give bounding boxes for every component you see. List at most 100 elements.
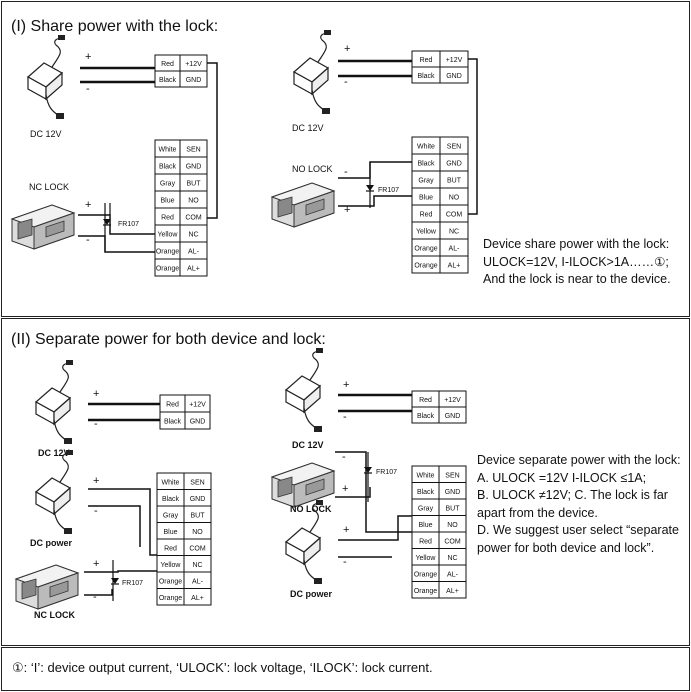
dc-power-label-1: DC power [30,538,73,548]
wire-color-label: Blue [419,195,433,202]
adapter-6 [284,500,323,584]
footnote-text: ①: ‘I’: device output current, ‘ULOCK’: … [12,660,433,675]
nc-lock-label-2: NC LOCK [34,610,75,620]
plus-sign: + [343,379,349,391]
wire-color-label: Orange [159,578,182,585]
wire-color-label: Yellow [158,232,179,239]
wire-color-label: Gray [163,512,179,519]
wire-color-label: Orange [414,263,437,270]
wire-color-label: Yellow [416,555,437,562]
diode-symbol [111,578,119,584]
wire-color-label: Yellow [416,229,437,236]
pin-label: BUT [447,178,462,185]
wire-color-label: Blue [163,529,177,536]
wire-color-label: Orange [156,266,179,273]
pin-label: NC [449,229,459,236]
pin-label: AL+ [448,263,461,270]
wire-color-label: Black [417,73,435,80]
wire-color-label: Red [419,538,432,545]
wire-color-label: White [417,472,435,479]
wire [78,214,155,235]
wire-color-label: Orange [414,588,437,595]
lock-latch [277,476,293,498]
minus-sign: - [342,451,346,463]
diode-label-1: FR107 [118,221,139,228]
plus-sign: + [342,483,348,495]
wire-color-label: Red [420,57,433,64]
no-lock-label-2: NO LOCK [290,504,332,514]
diode-1 [103,219,111,226]
pin-label: AL- [188,249,200,256]
adapter-label-2: DC 12V [292,123,324,133]
adapter-plug-top [316,500,323,505]
adapter-plug-bottom [322,108,330,114]
no-lock-label-1: NO LOCK [292,164,333,174]
plus-sign: + [344,43,350,55]
pin-label: SEN [190,479,204,486]
lock-plate [305,478,325,496]
lock-latch [277,196,293,218]
pin-label: +12V [444,397,461,404]
minus-sign: - [94,418,98,430]
plus-sign: + [343,524,349,536]
section2-heading: (II) Separate power for both device and … [11,331,326,348]
adapter-3 [34,360,73,444]
adapter-plug-bottom [64,438,72,444]
lock-device-1 [10,204,76,250]
pin-label: +12V [185,61,202,68]
lock-plate [45,220,65,238]
adapter-4 [34,450,73,534]
pin-label: NO [447,522,458,529]
pin-label: AL- [449,246,461,253]
wire-color-label: White [159,147,177,154]
pin-label: COM [446,212,463,219]
adapter-plug-top [66,450,73,455]
pin-label: GND [186,77,202,84]
wire-color-label: Black [417,161,435,168]
lock-latch [17,218,33,240]
diode-symbol [366,185,374,191]
pin-label: GND [446,73,462,80]
pin-label: AL+ [446,588,459,595]
pin-label: GND [186,164,202,171]
wire-color-label: Black [164,419,182,426]
adapter-plug-top [58,35,65,40]
pin-label: AL+ [191,595,204,602]
pin-label: NC [192,562,202,569]
wire-color-label: Black [159,164,177,171]
section-separate-power [1,318,690,646]
plus-sign: + [93,388,99,400]
plus-sign: + [85,51,91,63]
wire [88,505,141,547]
wire-color-label: Orange [414,246,437,253]
minus-sign: - [86,234,90,246]
pin-label: SEN [447,144,461,151]
pin-label: COM [189,545,206,552]
minus-sign: - [93,591,97,603]
wire-color-label: Orange [414,571,437,578]
wire-color-label: Orange [156,249,179,256]
pin-label: NO [192,529,203,536]
wire-color-label: Yellow [161,562,182,569]
pin-label: GND [445,489,461,496]
minus-sign: - [94,505,98,517]
minus-sign: - [344,166,348,178]
pin-label: NO [188,198,199,205]
pin-label: GND [190,419,206,426]
wire-color-label: White [417,144,435,151]
adapter-plug-top [66,360,73,365]
wire [84,589,113,596]
diode-label-4: FR107 [376,469,397,476]
lock-latch [21,578,37,600]
plus-sign: + [85,199,91,211]
pin-label: BUT [191,512,206,519]
plus-sign: + [93,558,99,570]
pin-label: BUT [446,505,461,512]
lock-device-3 [14,564,80,610]
section-share-power [1,1,690,317]
